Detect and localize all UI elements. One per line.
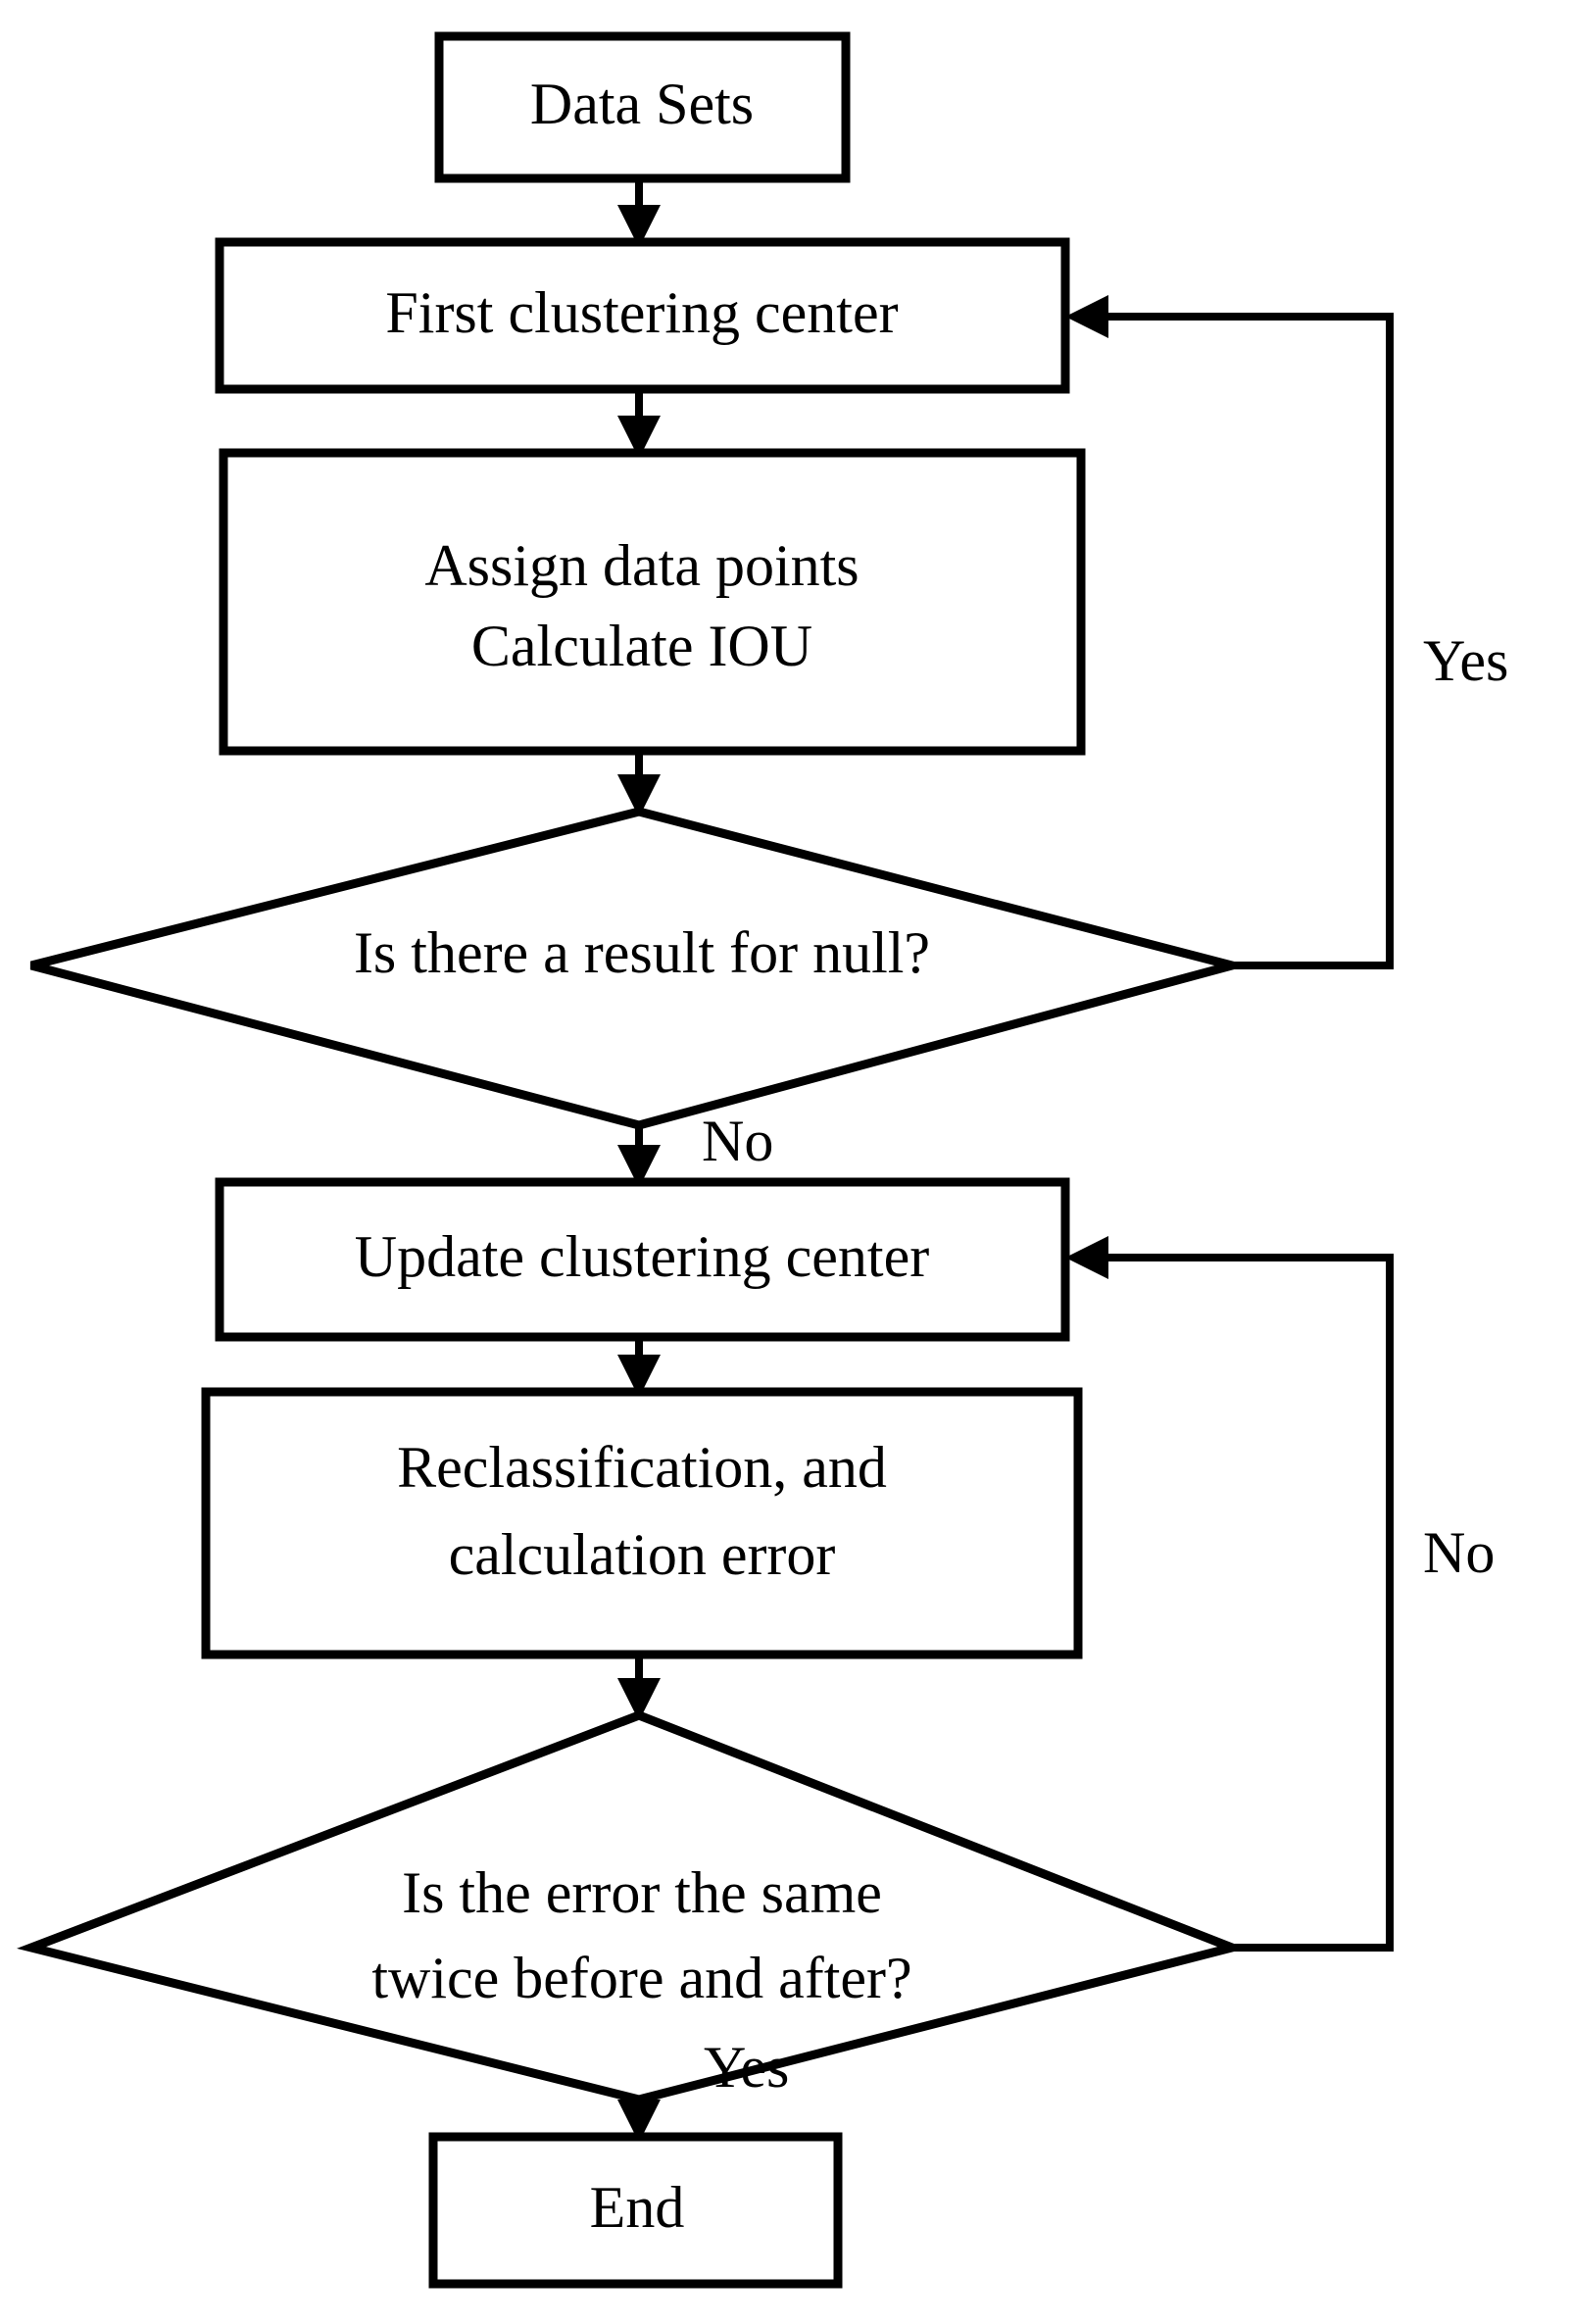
edge-update-to-reclassify bbox=[617, 1337, 661, 1398]
node-data-sets-label: Data Sets bbox=[530, 72, 754, 136]
node-null-check-decision[interactable]: Is there a result for null? bbox=[29, 807, 1250, 1130]
edge-errorcheck-yes bbox=[617, 2100, 661, 2143]
node-update-clustering-center-label: Update clustering center bbox=[355, 1224, 929, 1289]
edge-label-nullcheck-no: No bbox=[702, 1109, 773, 1173]
edge-firstcenter-to-assign bbox=[617, 389, 661, 459]
edge-label-errorcheck-no: No bbox=[1423, 1520, 1495, 1585]
edge-label-nullcheck-yes: Yes bbox=[1423, 628, 1508, 693]
edge-nullcheck-yes-loop bbox=[1065, 295, 1394, 969]
node-first-clustering-center-label: First clustering center bbox=[385, 280, 898, 345]
node-reclassification-label-line2: calculation error bbox=[449, 1522, 836, 1587]
edge-datasets-to-firstcenter bbox=[617, 178, 661, 248]
node-update-clustering-center[interactable]: Update clustering center bbox=[215, 1177, 1070, 1342]
node-assign-data-points-label-line1: Assign data points bbox=[424, 533, 859, 598]
node-assign-data-points[interactable]: Assign data points Calculate IOU bbox=[219, 448, 1086, 756]
edge-label-errorcheck-yes: Yes bbox=[704, 2035, 789, 2100]
node-null-check-label: Is there a result for null? bbox=[354, 920, 930, 985]
node-error-check-label-line2: twice before and after? bbox=[371, 1946, 911, 2010]
node-end[interactable]: End bbox=[428, 2132, 843, 2289]
edge-errorcheck-no-loop bbox=[1065, 1236, 1394, 1952]
node-first-clustering-center[interactable]: First clustering center bbox=[215, 237, 1070, 394]
node-data-sets[interactable]: Data Sets bbox=[434, 31, 851, 183]
edge-nullcheck-no bbox=[617, 1125, 661, 1188]
edge-reclassify-to-errorcheck bbox=[617, 1655, 661, 1721]
node-error-check-label-line1: Is the error the same bbox=[402, 1860, 882, 1925]
edge-assign-to-nullcheck bbox=[617, 751, 661, 817]
node-error-check-decision[interactable]: Is the error the same twice before and a… bbox=[17, 1710, 1247, 2104]
node-reclassification-label-line1: Reclassification, and bbox=[397, 1435, 887, 1500]
node-assign-data-points-label-line2: Calculate IOU bbox=[471, 614, 812, 678]
node-reclassification[interactable]: Reclassification, and calculation error bbox=[201, 1387, 1083, 1659]
node-end-label: End bbox=[590, 2175, 685, 2240]
